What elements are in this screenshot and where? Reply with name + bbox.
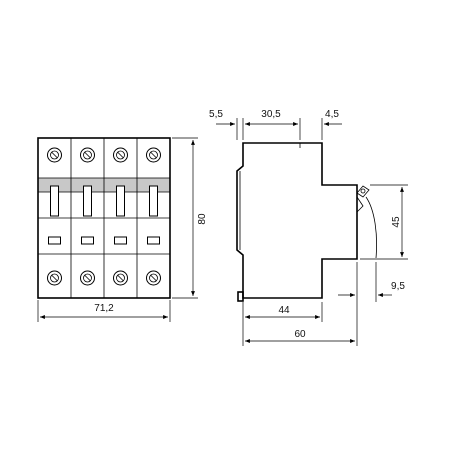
din-clip	[237, 291, 244, 302]
terminal-screw-bottom	[80, 270, 95, 286]
terminal-screw-top	[80, 147, 95, 163]
dim-right-offset-label: 9,5	[391, 281, 405, 292]
indicator-window	[147, 236, 160, 245]
indicator-window	[48, 236, 61, 245]
front-width-dimension: 71,2	[37, 300, 171, 322]
side-right-offset-dimension: 9,5	[338, 262, 405, 302]
dim-top-left-label: 5,5	[209, 109, 223, 120]
terminal-screw-top-inner	[116, 150, 125, 160]
terminal-screw-slot	[117, 274, 124, 282]
side-view	[236, 142, 377, 302]
front-height-label: 80	[197, 213, 208, 225]
terminal-screw-top-inner	[83, 150, 92, 160]
terminal-screw-top	[47, 147, 62, 163]
toggle-handle	[149, 185, 158, 217]
terminal-screw-bottom-inner	[83, 273, 92, 283]
toggle-lever	[356, 185, 377, 259]
terminal-screw-top	[113, 147, 128, 163]
side-profile	[236, 142, 358, 299]
terminal-screw-top-inner	[149, 150, 158, 160]
terminal-screw-slot	[51, 274, 58, 282]
terminal-screw-slot	[51, 151, 58, 159]
dim-depth-total-label: 60	[294, 329, 306, 340]
terminal-screw-bottom	[113, 270, 128, 286]
dim-depth-inner-label: 44	[278, 305, 290, 316]
terminal-screw-slot	[84, 274, 91, 282]
terminal-screw-bottom	[146, 270, 161, 286]
toggle-handle	[116, 185, 125, 217]
indicator-window	[81, 236, 94, 245]
dim-top-right-label: 4,5	[325, 109, 339, 120]
terminal-screw-slot	[117, 151, 124, 159]
front-width-label: 71,2	[94, 303, 114, 314]
terminal-screw-top	[146, 147, 161, 163]
dim-right-height-label: 45	[391, 216, 402, 228]
side-right-height-dimension: 45	[360, 184, 408, 260]
pole-group	[47, 147, 161, 286]
terminal-screw-bottom-inner	[116, 273, 125, 283]
terminal-screw-slot	[84, 151, 91, 159]
front-height-dimension: 80	[172, 137, 208, 299]
toggle-handle	[83, 185, 92, 217]
front-view	[37, 137, 171, 299]
terminal-screw-top-inner	[50, 150, 59, 160]
terminal-screw-bottom-inner	[149, 273, 158, 283]
toggle-handle	[50, 185, 59, 217]
indicator-window	[114, 236, 127, 245]
terminal-screw-bottom-inner	[50, 273, 59, 283]
terminal-screw-slot	[150, 274, 157, 282]
terminal-screw-slot	[150, 151, 157, 159]
side-depth-dimensions: 44 60	[242, 302, 358, 346]
side-top-dimensions: 5,5 30,5 4,5	[209, 109, 342, 140]
dim-top-center-label: 30,5	[261, 109, 281, 120]
terminal-screw-bottom	[47, 270, 62, 286]
